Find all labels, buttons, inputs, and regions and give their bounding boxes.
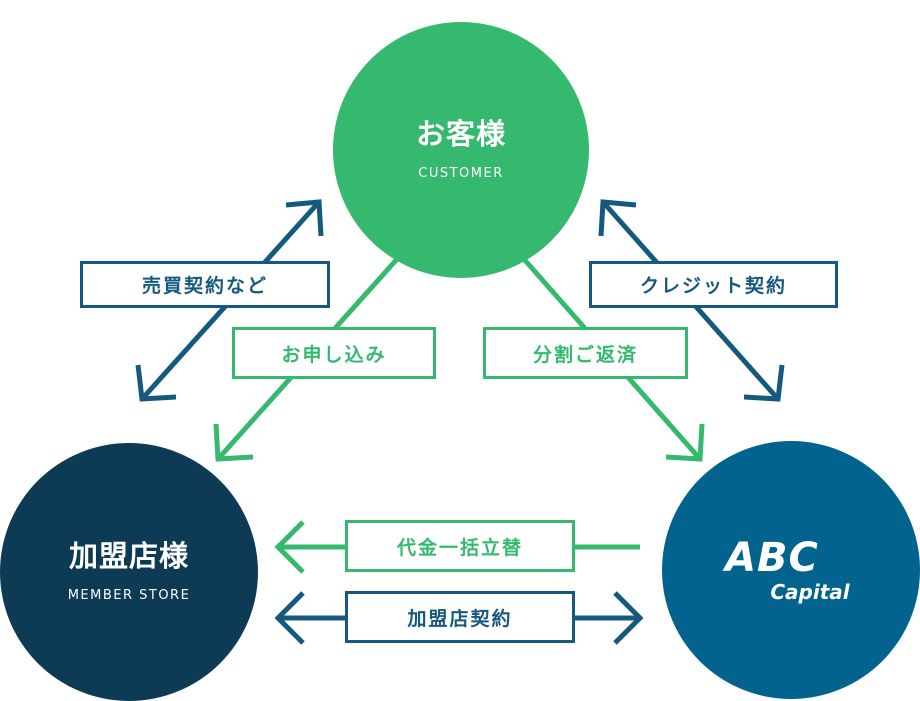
customer-node: お客様 CUSTOMER bbox=[333, 22, 589, 278]
installment-label: 分割ご返済 bbox=[483, 327, 688, 379]
member-store-title: 加盟店様 bbox=[68, 539, 189, 573]
abc-capital-node: ABC Capital bbox=[662, 441, 920, 699]
customer-subtitle: CUSTOMER bbox=[418, 166, 504, 181]
sales-contract-label: 売買契約など bbox=[80, 261, 330, 308]
application-label: お申し込み bbox=[232, 327, 436, 379]
abc-logo-subtext: Capital bbox=[770, 580, 850, 604]
member-store-subtitle: MEMBER STORE bbox=[67, 588, 191, 603]
member-contract-label: 加盟店契約 bbox=[345, 591, 575, 643]
customer-title: お客様 bbox=[415, 117, 506, 151]
member-store-node: 加盟店様 MEMBER STORE bbox=[0, 443, 258, 701]
advance-payment-label: 代金一括立替 bbox=[345, 520, 575, 572]
abc-logo-text: ABC bbox=[725, 535, 819, 581]
credit-contract-label: クレジット契約 bbox=[589, 261, 838, 308]
